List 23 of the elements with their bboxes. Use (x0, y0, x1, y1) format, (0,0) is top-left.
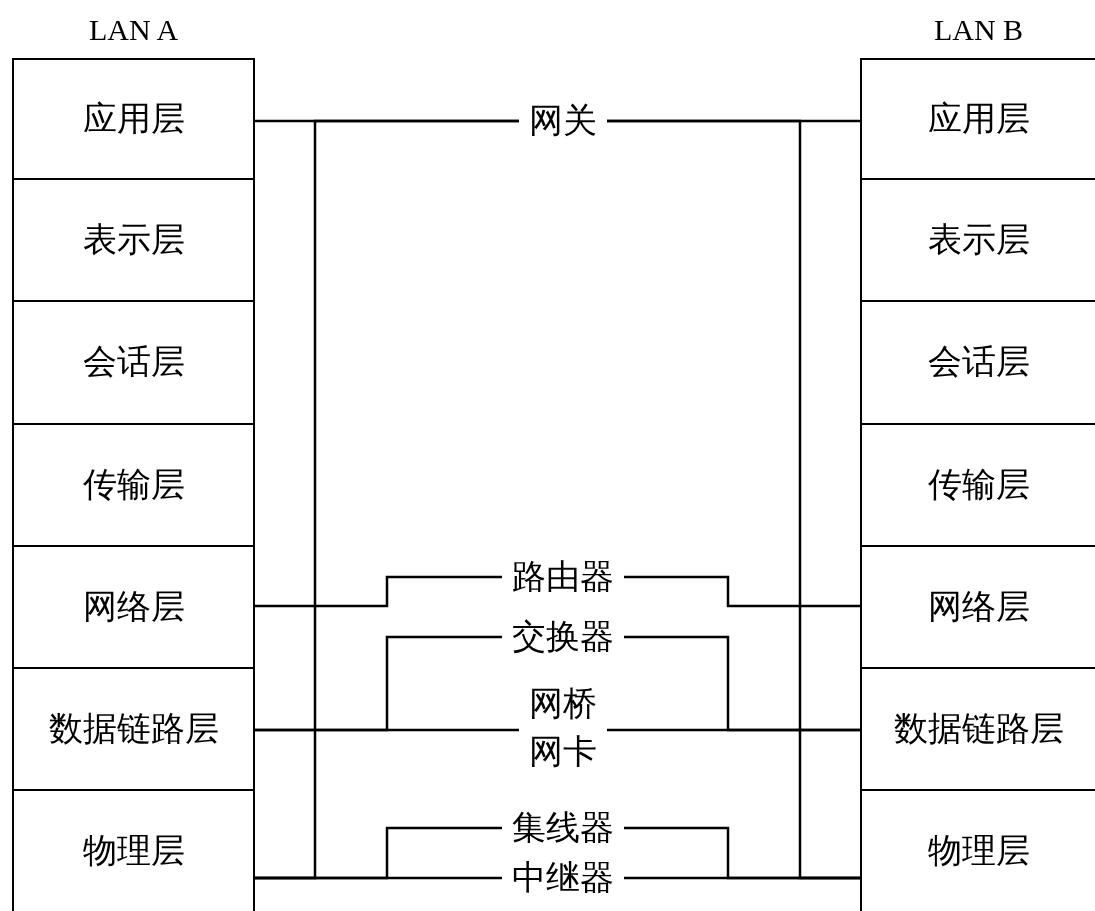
connector-line (607, 119, 860, 880)
layer-box: 应用层 (12, 58, 255, 181)
connector-line (624, 575, 860, 608)
layer-box: 网络层 (12, 544, 255, 669)
stack-heading: LAN A (87, 12, 180, 48)
connector-line (255, 728, 519, 732)
device-label: 集线器 (502, 807, 624, 849)
device-label: 网桥 (529, 684, 597, 724)
layer-box: 传输层 (12, 422, 255, 547)
connector-line (607, 728, 860, 732)
connector-line (255, 575, 502, 608)
device-label: 交换器 (502, 616, 624, 658)
layer-box: 物理层 (12, 789, 255, 911)
device-label: 路由器 (502, 556, 624, 598)
layer-box: 应用层 (860, 58, 1095, 181)
device-label: 中继器 (502, 857, 624, 899)
device-label: 网关 (519, 100, 607, 142)
layer-box: 表示层 (12, 178, 255, 303)
device-label: 网卡 (529, 732, 597, 772)
connector-line (255, 119, 519, 880)
layer-box: 会话层 (12, 300, 255, 425)
stack-heading: LAN B (932, 12, 1025, 48)
layer-box: 数据链路层 (12, 667, 255, 792)
